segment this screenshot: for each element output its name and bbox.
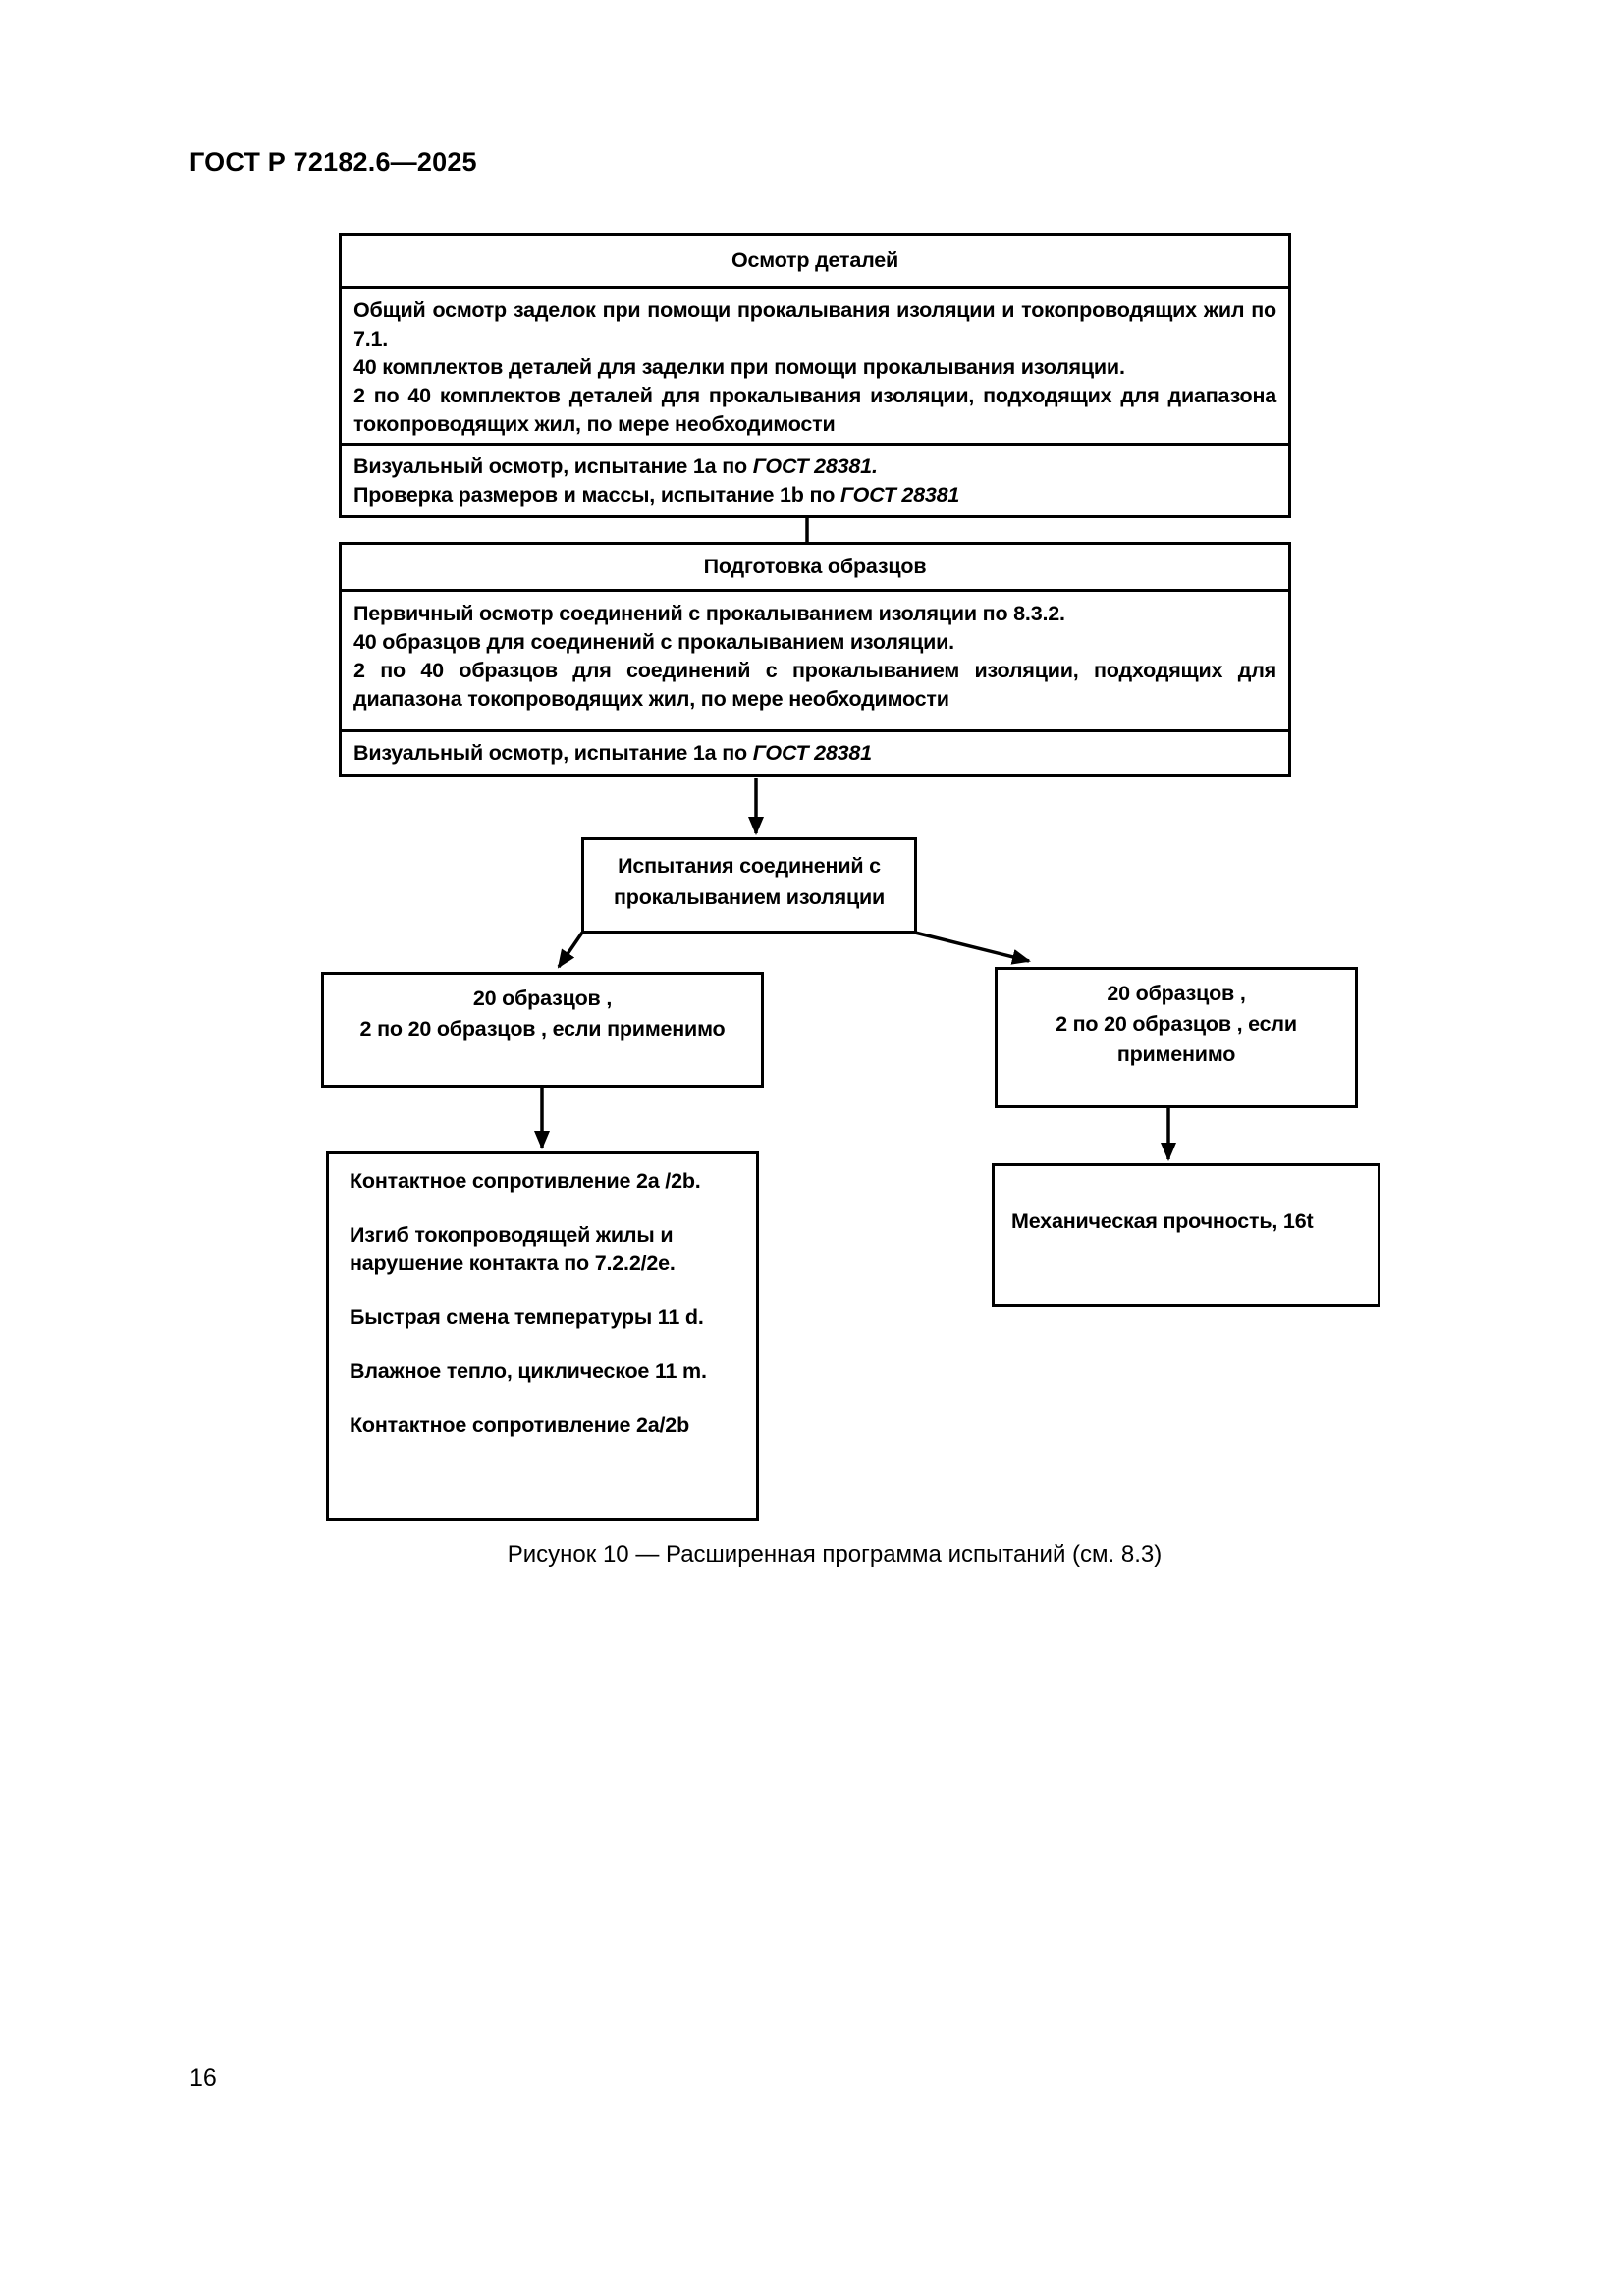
body-line: 40 комплектов деталей для заделки при по… — [353, 355, 1125, 379]
doc-number: ГОСТ Р 72182.6—2025 — [189, 147, 477, 177]
preparation-box: Подготовка образцов Первичный осмотр сое… — [339, 542, 1291, 777]
preparation-box-body: Первичный осмотр соединений с прокалыван… — [342, 592, 1288, 729]
inspection-box: Осмотр деталей Общий осмотр заделок при … — [339, 233, 1291, 518]
body-line: 7.1. — [353, 327, 389, 350]
footer-line: Проверка размеров и массы, испытание 1b … — [353, 483, 960, 507]
box-line: 20 образцов , — [1107, 982, 1246, 1005]
box-line: применимо — [1116, 1042, 1236, 1066]
body-line: Первичный осмотр соединений с прокалыван… — [353, 602, 1065, 625]
body-line: 2 по 40 комплектов деталей для прокалыва… — [353, 384, 1276, 407]
box-line: прокалыванием изоляции — [613, 885, 886, 909]
left-tests-box: Контактное сопротивление 2a /2b. Изгиб т… — [326, 1151, 759, 1521]
inspection-box-body: Общий осмотр заделок при помощи прокалыв… — [342, 289, 1288, 443]
box-line: 2 по 20 образцов , если применимо — [359, 1017, 726, 1041]
box-line: Механическая прочность, 16t — [1011, 1209, 1314, 1233]
test-item: Контактное сопротивление 2a/2b — [350, 1414, 689, 1437]
footer-line: Визуальный осмотр, испытание 1а по ГОСТ … — [353, 741, 872, 765]
arrow-tests-to-left-samples — [557, 932, 584, 969]
gost-reference: ГОСТ 28381. — [752, 454, 878, 478]
box-line: 2 по 20 образцов , если — [1056, 1012, 1297, 1036]
left-samples-box: 20 образцов , 2 по 20 образцов , если пр… — [321, 972, 764, 1088]
body-line: 2 по 40 образцов для соединений с прокал… — [353, 659, 1276, 682]
footer-line: Визуальный осмотр, испытание 1а по ГОСТ … — [353, 454, 878, 478]
body-line: 40 образцов для соединений с прокалывани… — [353, 630, 954, 654]
inspection-box-title: Осмотр деталей — [342, 236, 1288, 289]
box-line: 20 образцов , — [472, 987, 613, 1010]
right-samples-box: 20 образцов , 2 по 20 образцов , если пр… — [995, 967, 1358, 1108]
body-line: диапазона токопроводящих жил, по мере не… — [353, 687, 949, 711]
test-item: Контактное сопротивление 2a /2b. — [350, 1169, 701, 1193]
inspection-box-footer: Визуальный осмотр, испытание 1а по ГОСТ … — [342, 443, 1288, 515]
gost-reference: ГОСТ 28381 — [752, 741, 872, 765]
test-item: Изгиб токопроводящей жилы и нарушение ко… — [350, 1223, 676, 1275]
preparation-box-title: Подготовка образцов — [342, 545, 1288, 592]
box-line: Испытания соединений с — [618, 854, 881, 878]
test-item: Влажное тепло, циклическое 11 m. — [350, 1360, 707, 1383]
gost-reference: ГОСТ 28381 — [839, 483, 960, 507]
preparation-box-footer: Визуальный осмотр, испытание 1а по ГОСТ … — [342, 729, 1288, 774]
tests-header-box: Испытания соединений с прокалыванием изо… — [581, 837, 917, 934]
test-item: Быстрая смена температуры 11 d. — [350, 1306, 704, 1329]
page-number: 16 — [189, 2064, 217, 2092]
body-line: Общий осмотр заделок при помощи прокалыв… — [353, 298, 1276, 322]
figure-caption: Рисунок 10 — Расширенная программа испыт… — [507, 1541, 1163, 1568]
arrow-tests-to-right-samples — [914, 931, 1031, 965]
mechanical-strength-box: Механическая прочность, 16t — [992, 1163, 1380, 1307]
body-line: токопроводящих жил, по мере необходимост… — [353, 412, 836, 436]
